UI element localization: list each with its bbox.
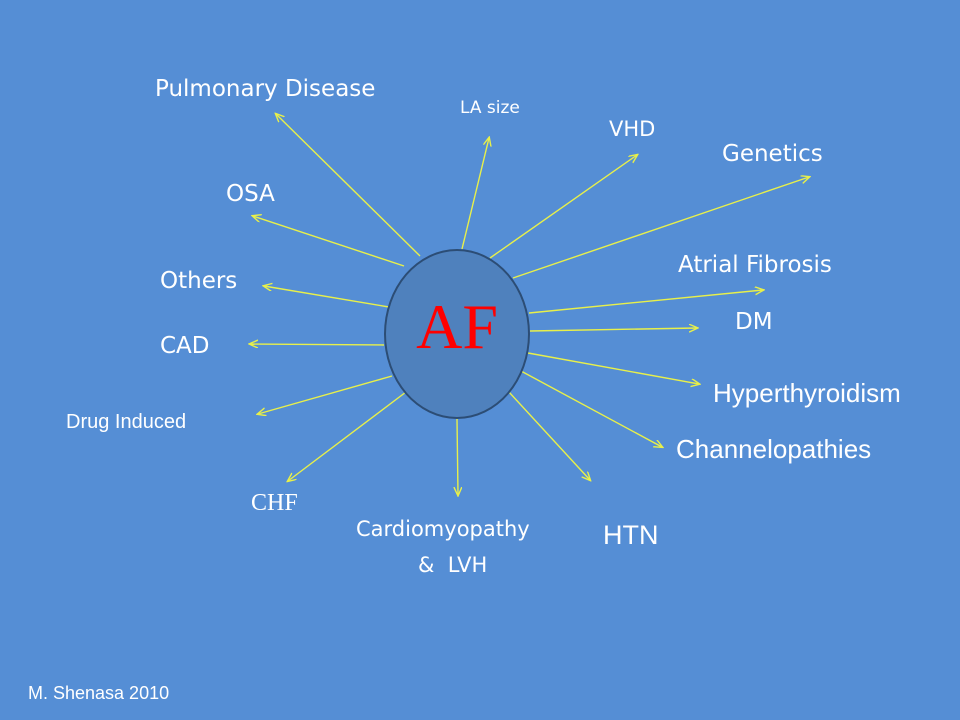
label-genetics: Genetics [722,141,823,167]
arrow-hyperthyroidism [527,352,699,384]
label-drug-induced: Drug Induced [66,411,187,433]
arrow-genetics [512,177,809,279]
arrow-osa [253,216,405,267]
arrow-pulmonary [276,114,421,257]
arrow-others [264,286,390,308]
arrow-la-size [461,138,489,250]
arrow-chf [288,391,407,481]
label-pulmonary-disease: Pulmonary Disease [155,76,376,102]
af-center-node [384,249,530,419]
label-la-size: LA size [460,98,520,118]
af-center-label: AF [416,291,498,362]
arrow-drug-induced [258,375,393,414]
arrow-channelopathies [520,370,662,447]
label-hyperthyroidism: Hyperthyroidism [713,378,901,408]
label-lvh: & LVH [418,553,488,577]
arrow-cardiomyopathy [457,418,458,495]
label-dm: DM [735,309,773,335]
label-atrial-fibrosis: Atrial Fibrosis [678,252,832,278]
label-cardiomyopathy: Cardiomyopathy [356,517,530,541]
arrow-cad [250,344,385,345]
label-vhd: VHD [609,117,656,141]
label-chf: CHF [251,490,298,516]
label-osa: OSA [226,181,275,207]
label-others: Others [160,268,238,294]
arrow-vhd [489,155,637,259]
credit-text: M. Shenasa 2010 [28,683,170,703]
arrow-htn [507,390,590,480]
label-channelopathies: Channelopathies [676,434,872,464]
label-cad: CAD [160,333,210,359]
arrow-atrial-fibrosis [528,290,763,314]
label-htn: HTN [603,520,659,550]
arrow-dm [529,328,697,331]
